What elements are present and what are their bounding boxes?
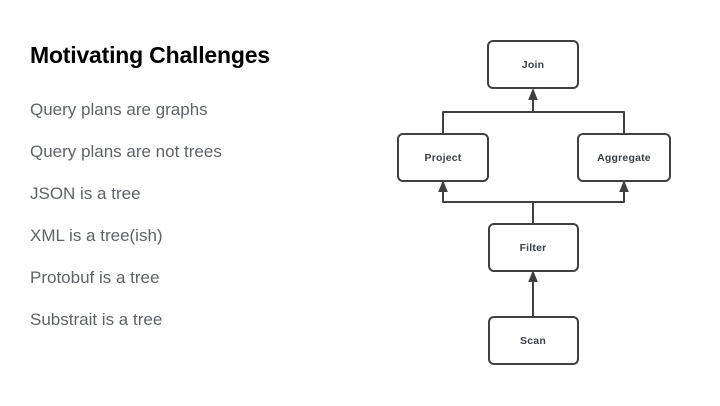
node-aggregate[interactable]: Aggregate: [577, 133, 671, 182]
node-filter[interactable]: Filter: [488, 223, 579, 272]
list-item: XML is a tree(ish): [30, 226, 163, 245]
arrowhead-into-project: [438, 180, 448, 192]
list-item: JSON is a tree: [30, 184, 141, 203]
edge-filter-to-project: [442, 191, 533, 203]
node-project-label: Project: [425, 152, 462, 164]
page-title: Motivating Challenges: [30, 42, 270, 68]
node-join[interactable]: Join: [487, 40, 579, 89]
node-scan-label: Scan: [520, 335, 546, 347]
node-join-box[interactable]: [487, 40, 579, 89]
node-scan[interactable]: Scan: [488, 316, 579, 365]
arrowhead-into-filter: [528, 270, 538, 282]
arrowhead-into-aggregate: [619, 180, 629, 192]
list-item: Substrait is a tree: [30, 310, 163, 329]
node-filter-box[interactable]: [488, 223, 579, 272]
list-item: Query plans are graphs: [30, 100, 208, 119]
edge-filter-to-aggregate: [533, 191, 625, 203]
node-project[interactable]: Project: [397, 133, 489, 182]
node-aggregate-label: Aggregate: [597, 152, 651, 164]
edge-project-to-join: [442, 111, 533, 134]
node-aggregate-box[interactable]: [577, 133, 671, 182]
list-item: Protobuf is a tree: [30, 268, 160, 287]
node-join-label: Join: [522, 59, 544, 71]
list-item: Query plans are not trees: [30, 142, 222, 161]
bullet-list: Query plans are graphs Query plans are n…: [30, 98, 222, 350]
edge-aggregate-to-join: [533, 111, 625, 134]
arrowhead-into-join: [528, 88, 538, 100]
node-project-box[interactable]: [397, 133, 489, 182]
node-scan-box[interactable]: [488, 316, 579, 365]
node-filter-label: Filter: [520, 242, 547, 254]
